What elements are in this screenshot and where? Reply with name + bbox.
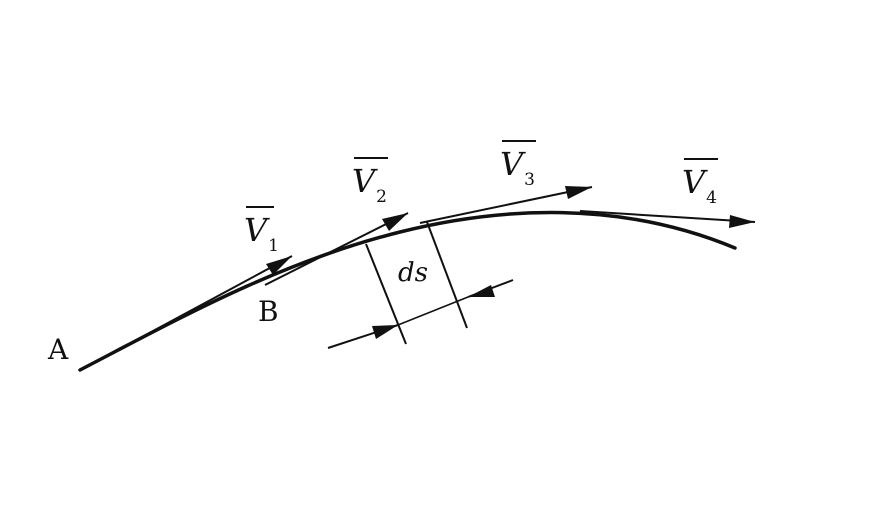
ds-boundary-left	[365, 243, 407, 345]
velocity-vector-v2	[264, 212, 409, 286]
ds-boundary-right	[426, 221, 468, 329]
vector-subscript-v2: 2	[376, 187, 387, 207]
ds-arrowhead-left	[372, 325, 398, 339]
overline-v2	[354, 157, 388, 159]
ds-arrowhead-right	[468, 285, 495, 297]
velocity-arrowhead-v3	[565, 186, 592, 199]
velocity-arrowhead-v1	[266, 256, 292, 275]
vector-label-v3: V3	[500, 140, 536, 189]
overline-v3	[502, 140, 536, 142]
ds-dimension-line	[397, 296, 469, 326]
velocity-vector-v3	[419, 186, 593, 224]
vector-symbol-v4: V	[682, 163, 706, 201]
vector-symbol-v1: V	[244, 211, 268, 249]
ds-label: ds	[398, 258, 428, 288]
vector-subscript-v1: 1	[268, 236, 279, 256]
streamline-curve	[78, 210, 737, 372]
velocity-arrowhead-v4	[729, 215, 755, 228]
vector-label-v2: V2	[352, 157, 388, 206]
point-label-b: B	[258, 295, 279, 328]
point-label-a: A	[48, 333, 69, 366]
velocity-vector-v1	[139, 255, 293, 339]
overline-v4	[684, 158, 718, 160]
vector-subscript-v3: 3	[524, 170, 535, 190]
vector-label-v1: V1	[244, 206, 279, 255]
vector-subscript-v4: 4	[706, 188, 717, 208]
vector-label-v4: V4	[682, 158, 718, 207]
vector-symbol-v2: V	[352, 162, 376, 200]
velocity-arrowhead-v2	[382, 213, 408, 231]
overline-v1	[246, 206, 274, 208]
velocity-vector-v4	[579, 210, 756, 223]
vector-symbol-v3: V	[500, 145, 524, 183]
